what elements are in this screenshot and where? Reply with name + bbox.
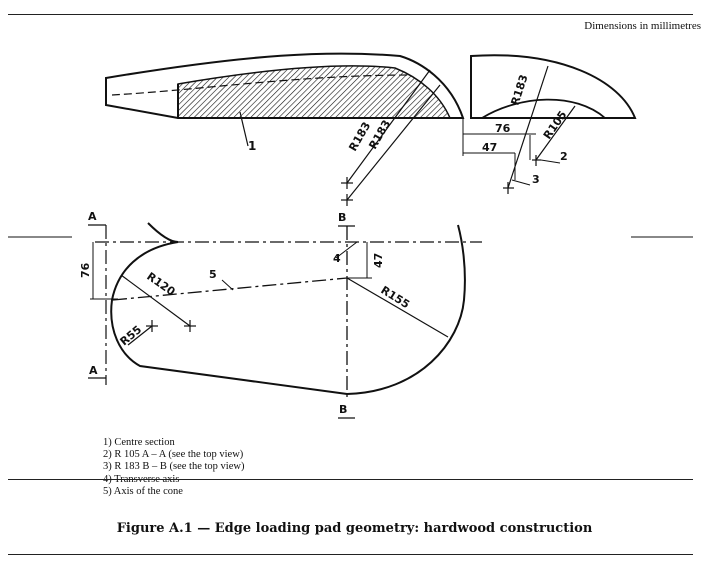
plan-radius-120-label: R120	[144, 270, 177, 299]
side-view-outline	[105, 52, 465, 119]
plan-outline	[110, 222, 466, 396]
end-view-leader-2	[540, 159, 561, 164]
note-5: 5) Axis of the cone	[103, 485, 183, 497]
plan-ref-4: 4	[333, 252, 341, 265]
end-view	[462, 54, 637, 194]
top-rule	[8, 14, 693, 15]
note-1: 1) Centre section	[103, 437, 175, 448]
notes-divider	[8, 479, 693, 480]
end-view-radius-105-label: R105	[541, 109, 570, 142]
plan-section-a-top: A	[88, 210, 97, 223]
radius-120-line	[120, 274, 191, 327]
plan-section-b-bottom: B	[339, 403, 347, 416]
end-view-leader-3	[511, 179, 531, 186]
plan-section-a-bottom: A	[89, 364, 98, 377]
end-view-outer-arc	[470, 54, 637, 119]
side-view-radius-183-b: R183	[366, 118, 393, 152]
plan-section-b-top: B	[338, 211, 346, 224]
plan-ref-5: 5	[209, 268, 217, 281]
plan-view	[88, 222, 482, 419]
note-2: 2) R 105 A – A (see the top view)	[103, 449, 244, 461]
technical-drawing: 1 R183 R183 R183 R105 76 47 2 3	[8, 52, 693, 419]
radius-55-line	[127, 325, 153, 346]
radius-183-line-b	[346, 84, 441, 201]
plan-dim-76-label: 76	[79, 262, 92, 278]
end-view-radius-105	[535, 105, 576, 161]
end-view-ref-2: 2	[560, 150, 568, 163]
inner-dashed-line	[111, 74, 411, 96]
end-view-inner-arc	[481, 98, 606, 119]
cone-axis-line	[112, 277, 348, 301]
radius-183-line-a	[346, 69, 431, 184]
notes-list: 1) Centre section 2) R 105 A – A (see th…	[103, 437, 244, 498]
end-view-dim-47-label: 47	[482, 141, 497, 154]
side-view	[105, 52, 465, 206]
plan-radius-155-label: R155	[378, 284, 412, 312]
figure-caption: Figure A.1 — Edge loading pad geometry: …	[116, 521, 593, 536]
leader-5	[221, 279, 234, 291]
side-view-label-1: 1	[248, 139, 256, 153]
side-view-radius-183-a: R183	[346, 120, 373, 154]
end-view-dim-76-label: 76	[495, 122, 511, 135]
plan-dim-47-label: 47	[372, 253, 385, 268]
end-view-ref-3: 3	[532, 173, 540, 186]
leader-1	[239, 111, 249, 147]
units-note: Dimensions in millimetres	[584, 20, 701, 32]
centre-section-hatched	[177, 65, 452, 119]
plan-radius-55-label: R55	[118, 323, 145, 348]
radius-155-line	[346, 277, 449, 338]
note-3: 3) R 183 B – B (see the top view)	[103, 461, 245, 473]
leader-4	[335, 241, 358, 259]
bottom-rule	[8, 554, 693, 555]
